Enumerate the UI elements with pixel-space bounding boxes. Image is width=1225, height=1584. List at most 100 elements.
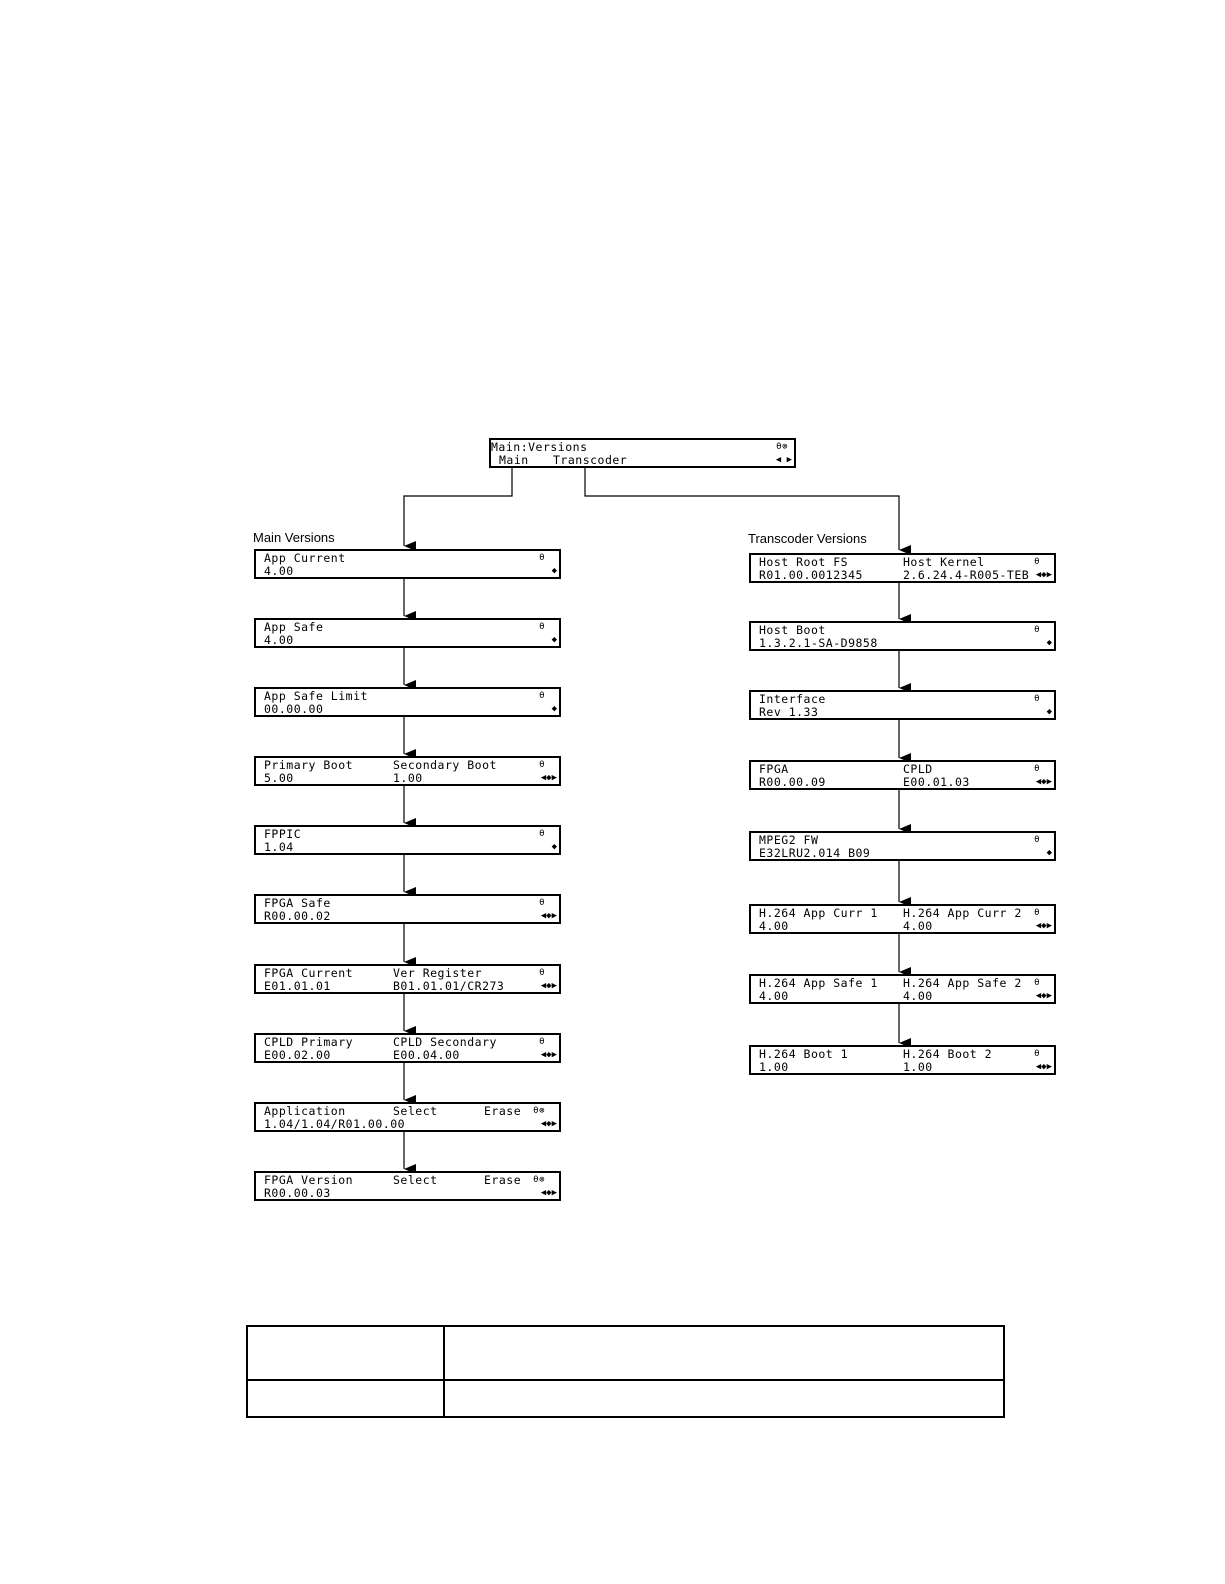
screen-value: E01.01.01	[264, 979, 331, 993]
navigation-arrows-icon: ◆	[551, 842, 557, 852]
left-right-nav-icon: ◀ ▶	[775, 455, 792, 465]
screen-value: 2.6.24.4-R005-TEB	[903, 568, 1030, 582]
main-versions-menu-screen[interactable]: Main:Versions θ⊗ Main Transcoder ◀ ▶	[489, 438, 796, 468]
navigation-arrows-icon: ◀◆▶	[540, 911, 557, 921]
screen-label: H.264 App Safe 1	[759, 976, 878, 990]
screen-label: FPGA Current	[264, 966, 354, 980]
screen-value: 1.04	[264, 840, 294, 854]
screen-label: Host Kernel	[903, 555, 985, 569]
navigation-arrows-icon: ◆	[1046, 848, 1052, 858]
navigation-arrows-icon: ◀◆▶	[1035, 921, 1052, 931]
screen-label: Select	[393, 1173, 438, 1187]
table-row	[246, 1379, 1005, 1418]
menu-option-main[interactable]: Main	[499, 453, 529, 467]
screen-value: R01.00.0012345	[759, 568, 863, 582]
screen-value: 4.00	[903, 989, 933, 1003]
screen-value: 5.00	[264, 771, 294, 785]
table-cell	[246, 1325, 445, 1381]
screen-value: R00.00.09	[759, 775, 826, 789]
indicator-icon: θ	[539, 968, 545, 978]
indicator-icon: θ	[1034, 694, 1040, 704]
navigation-arrows-icon: ◆	[551, 704, 557, 714]
navigation-arrows-icon: ◆	[1046, 638, 1052, 648]
menu-option-transcoder[interactable]: Transcoder	[553, 453, 628, 467]
screen-label: App Current	[264, 551, 346, 565]
branch-transcoder-connector	[584, 468, 911, 555]
screen-label: Interface	[759, 692, 826, 706]
table-row	[246, 1325, 1005, 1381]
indicator-icon: θ	[539, 691, 545, 701]
indicator-icon: θ	[1034, 557, 1040, 567]
empty-table	[246, 1325, 1005, 1418]
indicator-icon: θ	[539, 553, 545, 563]
screen-label: H.264 App Safe 2	[903, 976, 1022, 990]
screen-value: 4.00	[264, 633, 294, 647]
navigation-arrows-icon: ◆	[551, 635, 557, 645]
indicator-icon: θ	[1034, 908, 1040, 918]
screen-value: 4.00	[759, 919, 789, 933]
screen-label: FPPIC	[264, 827, 302, 841]
screen-label: FPGA Version	[264, 1173, 354, 1187]
screen-value: 4.00	[264, 564, 294, 578]
indicator-icon: θ⊗	[533, 1106, 545, 1116]
indicator-icon: θ	[1034, 835, 1040, 845]
table-cell	[443, 1325, 1005, 1381]
indicator-icon: θ	[1034, 1049, 1040, 1059]
screen-label: Primary Boot	[264, 758, 354, 772]
indicator-icon: θ	[539, 829, 545, 839]
screen-value: Rev 1.33	[759, 705, 819, 719]
screen-value: 1.3.2.1-SA-D9858	[759, 636, 878, 650]
navigation-arrows-icon: ◆	[1046, 707, 1052, 717]
screen-label: CPLD	[903, 762, 933, 776]
navigation-arrows-icon: ◀◆▶	[540, 1188, 557, 1198]
screen-value: E00.02.00	[264, 1048, 331, 1062]
screen-label: H.264 App Curr 1	[759, 906, 878, 920]
table-cell	[443, 1379, 1005, 1418]
indicator-icon: θ	[539, 898, 545, 908]
screen-value: 00.00.00	[264, 702, 324, 716]
navigation-arrows-icon: ◆	[551, 566, 557, 576]
screen-label: Secondary Boot	[393, 758, 497, 772]
screen-value: R00.00.03	[264, 1186, 331, 1200]
screen-label: Host Root FS	[759, 555, 849, 569]
screen-label: MPEG2 FW	[759, 833, 819, 847]
screen-label: H.264 Boot 2	[903, 1047, 993, 1061]
navigation-arrows-icon: ◀◆▶	[540, 773, 557, 783]
navigation-arrows-icon: ◀◆▶	[540, 1050, 557, 1060]
indicator-icon: θ	[1034, 625, 1040, 635]
indicator-icon: θ	[539, 622, 545, 632]
screen-label: Ver Register	[393, 966, 483, 980]
table-cell	[246, 1379, 445, 1418]
transcoder-versions-label: Transcoder Versions	[748, 531, 867, 546]
branch-main-connector	[403, 468, 513, 551]
screen-value: 1.00	[759, 1060, 789, 1074]
indicator-icon: θ	[539, 760, 545, 770]
screen-label: Host Boot	[759, 623, 826, 637]
indicator-icon: θ	[539, 1037, 545, 1047]
screen-value: B01.01.01/CR273	[393, 979, 505, 993]
screen-label: Erase	[484, 1104, 522, 1118]
screen-value: 1.04/1.04/R01.00.00	[264, 1117, 406, 1131]
screen-label: CPLD Secondary	[393, 1035, 497, 1049]
screen-label: Application	[264, 1104, 346, 1118]
indicator-icon: θ	[1034, 978, 1040, 988]
screen-label: H.264 Boot 1	[759, 1047, 849, 1061]
